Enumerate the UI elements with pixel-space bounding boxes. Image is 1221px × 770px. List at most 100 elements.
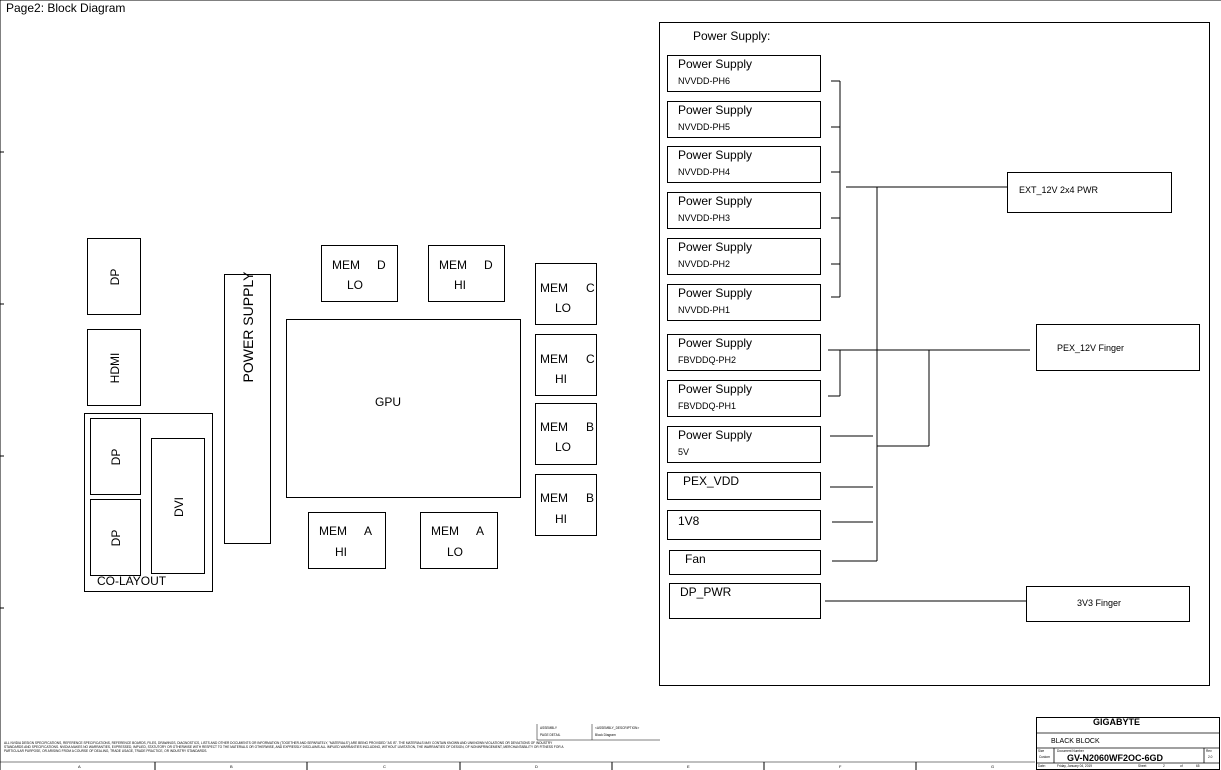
mem-b-hi: MEM B HI bbox=[535, 474, 597, 536]
mem-channel: C bbox=[586, 281, 595, 295]
mem-d-lo: MEM D LO bbox=[321, 245, 398, 302]
mem-a-lo: MEM A LO bbox=[420, 512, 498, 569]
mem-label: MEM bbox=[431, 524, 459, 538]
column-letter: A bbox=[78, 764, 81, 769]
of-label: of bbox=[1180, 764, 1183, 768]
assembly-description: <ASSEMBLY_DESCRIPTION> bbox=[595, 726, 640, 730]
mem-half: LO bbox=[555, 301, 572, 315]
hdmi-connector: HDMI bbox=[87, 329, 141, 406]
power-block-5v: Power Supply 5V bbox=[667, 426, 821, 463]
date-label: Date: bbox=[1038, 764, 1046, 768]
mem-channel: B bbox=[586, 420, 595, 434]
power-block-nvvdd-ph5: Power Supply NVVDD-PH5 bbox=[667, 101, 821, 138]
fan-label: Fan bbox=[685, 552, 706, 566]
page-title: Page2: Block Diagram bbox=[6, 1, 126, 15]
mem-label: MEM bbox=[540, 281, 568, 295]
3v3-label: 3V3 Finger bbox=[1077, 598, 1122, 608]
power-block-label: Power Supply bbox=[678, 428, 753, 442]
1v8-block: 1V8 bbox=[667, 510, 821, 540]
power-block-rail: FBVDDQ-PH2 bbox=[678, 355, 737, 365]
column-letter: G bbox=[991, 764, 995, 769]
column-letter: B bbox=[230, 764, 233, 769]
mem-c-lo: MEM C LO bbox=[535, 263, 597, 325]
power-block-nvvdd-ph6: Power Supply NVVDD-PH6 bbox=[667, 55, 821, 92]
column-letter: C bbox=[383, 764, 386, 769]
mem-half: HI bbox=[335, 545, 347, 559]
mem-label: MEM bbox=[332, 258, 360, 272]
mem-label: MEM bbox=[540, 420, 568, 434]
column-letter: E bbox=[687, 764, 690, 769]
power-panel bbox=[659, 22, 1210, 686]
power-supply-bar: POWER SUPPLY bbox=[224, 272, 271, 544]
column-letter: F bbox=[839, 764, 842, 769]
mem-channel: D bbox=[484, 258, 493, 272]
3v3-source: 3V3 Finger bbox=[1026, 586, 1190, 622]
mem-label: MEM bbox=[319, 524, 347, 538]
power-block-label: Power Supply bbox=[678, 382, 753, 396]
dp-connector-bottom: DP bbox=[90, 499, 141, 576]
power-block-rail: NVVDD-PH4 bbox=[678, 167, 731, 177]
ext-12v-source: EXT_12V 2x4 PWR bbox=[1007, 172, 1172, 213]
power-block-label: Power Supply bbox=[678, 336, 753, 350]
power-block-label: Power Supply bbox=[678, 57, 753, 71]
pex-vdd-label: PEX_VDD bbox=[683, 474, 740, 488]
dp-pwr-block: DP_PWR bbox=[669, 583, 821, 619]
power-block-fbvddq-ph2: Power Supply FBVDDQ-PH2 bbox=[667, 334, 821, 371]
dp-connector-top: DP bbox=[87, 238, 141, 315]
pex-vdd-block: PEX_VDD bbox=[667, 472, 821, 500]
assembly-label: ASSEMBLY bbox=[540, 726, 557, 730]
power-block-label: Power Supply bbox=[678, 286, 753, 300]
power-panel-title: Power Supply: bbox=[693, 29, 771, 43]
power-block-label: Power Supply bbox=[678, 240, 753, 254]
power-block-rail: NVVDD-PH5 bbox=[678, 122, 731, 132]
rev-label: Rev bbox=[1206, 749, 1212, 753]
dp-connector-mid: DP bbox=[90, 418, 141, 495]
power-block-nvvdd-ph1: Power Supply NVVDD-PH1 bbox=[667, 284, 821, 321]
mem-label: MEM bbox=[540, 352, 568, 366]
dp-pwr-label: DP_PWR bbox=[680, 585, 732, 599]
rev-value: 2.0 bbox=[1208, 755, 1213, 759]
ext-12v-label: EXT_12V 2x4 PWR bbox=[1019, 185, 1099, 195]
sheet-label: Sheet bbox=[1138, 764, 1147, 768]
power-block-nvvdd-ph4: Power Supply NVVDD-PH4 bbox=[667, 146, 821, 183]
dvi-connector: DVI bbox=[151, 438, 205, 574]
sheet-title: BLACK BLOCK bbox=[1051, 738, 1100, 745]
power-block-fbvddq-ph1: Power Supply FBVDDQ-PH1 bbox=[667, 380, 821, 417]
power-block-nvvdd-ph3: Power Supply NVVDD-PH3 bbox=[667, 192, 821, 229]
power-block-nvvdd-ph2: Power Supply NVVDD-PH2 bbox=[667, 238, 821, 275]
mem-channel: C bbox=[586, 352, 595, 366]
legal-disclaimer: ALL NVIDIA DESIGN SPECIFICATIONS, REFERE… bbox=[4, 741, 564, 753]
mem-half: HI bbox=[555, 512, 567, 526]
doc-number: GV-N2060WF2OC-6GD bbox=[1067, 753, 1164, 763]
mem-label: MEM bbox=[540, 491, 568, 505]
mem-channel: A bbox=[476, 524, 485, 538]
column-letter: D bbox=[535, 764, 538, 769]
mem-half: HI bbox=[454, 278, 466, 292]
page-detail-label: PAGE DETAIL bbox=[540, 733, 561, 737]
pex-12v-source: PEX_12V Finger bbox=[1036, 324, 1200, 371]
power-block-label: Power Supply bbox=[678, 148, 753, 162]
power-block-rail: NVVDD-PH3 bbox=[678, 213, 731, 223]
mem-channel: D bbox=[377, 258, 386, 272]
power-block-rail: NVVDD-PH6 bbox=[678, 76, 731, 86]
fan-block: Fan bbox=[669, 550, 821, 575]
pex-12v-label: PEX_12V Finger bbox=[1057, 343, 1125, 353]
co-layout-label: CO-LAYOUT bbox=[97, 574, 167, 588]
power-block-label: Power Supply bbox=[678, 194, 753, 208]
sheet-value: 2 bbox=[1163, 764, 1165, 768]
1v8-label: 1V8 bbox=[678, 514, 700, 528]
gpu-block: GPU bbox=[286, 319, 521, 498]
gpu-label: GPU bbox=[375, 395, 402, 409]
mem-channel: B bbox=[586, 491, 595, 505]
mem-half: LO bbox=[447, 545, 464, 559]
power-block-rail: FBVDDQ-PH1 bbox=[678, 401, 737, 411]
mem-c-hi: MEM C HI bbox=[535, 334, 597, 396]
mem-half: LO bbox=[555, 440, 572, 454]
mem-half: HI bbox=[555, 372, 567, 386]
mem-b-lo: MEM B LO bbox=[535, 403, 597, 465]
power-block-rail: NVVDD-PH1 bbox=[678, 305, 731, 315]
